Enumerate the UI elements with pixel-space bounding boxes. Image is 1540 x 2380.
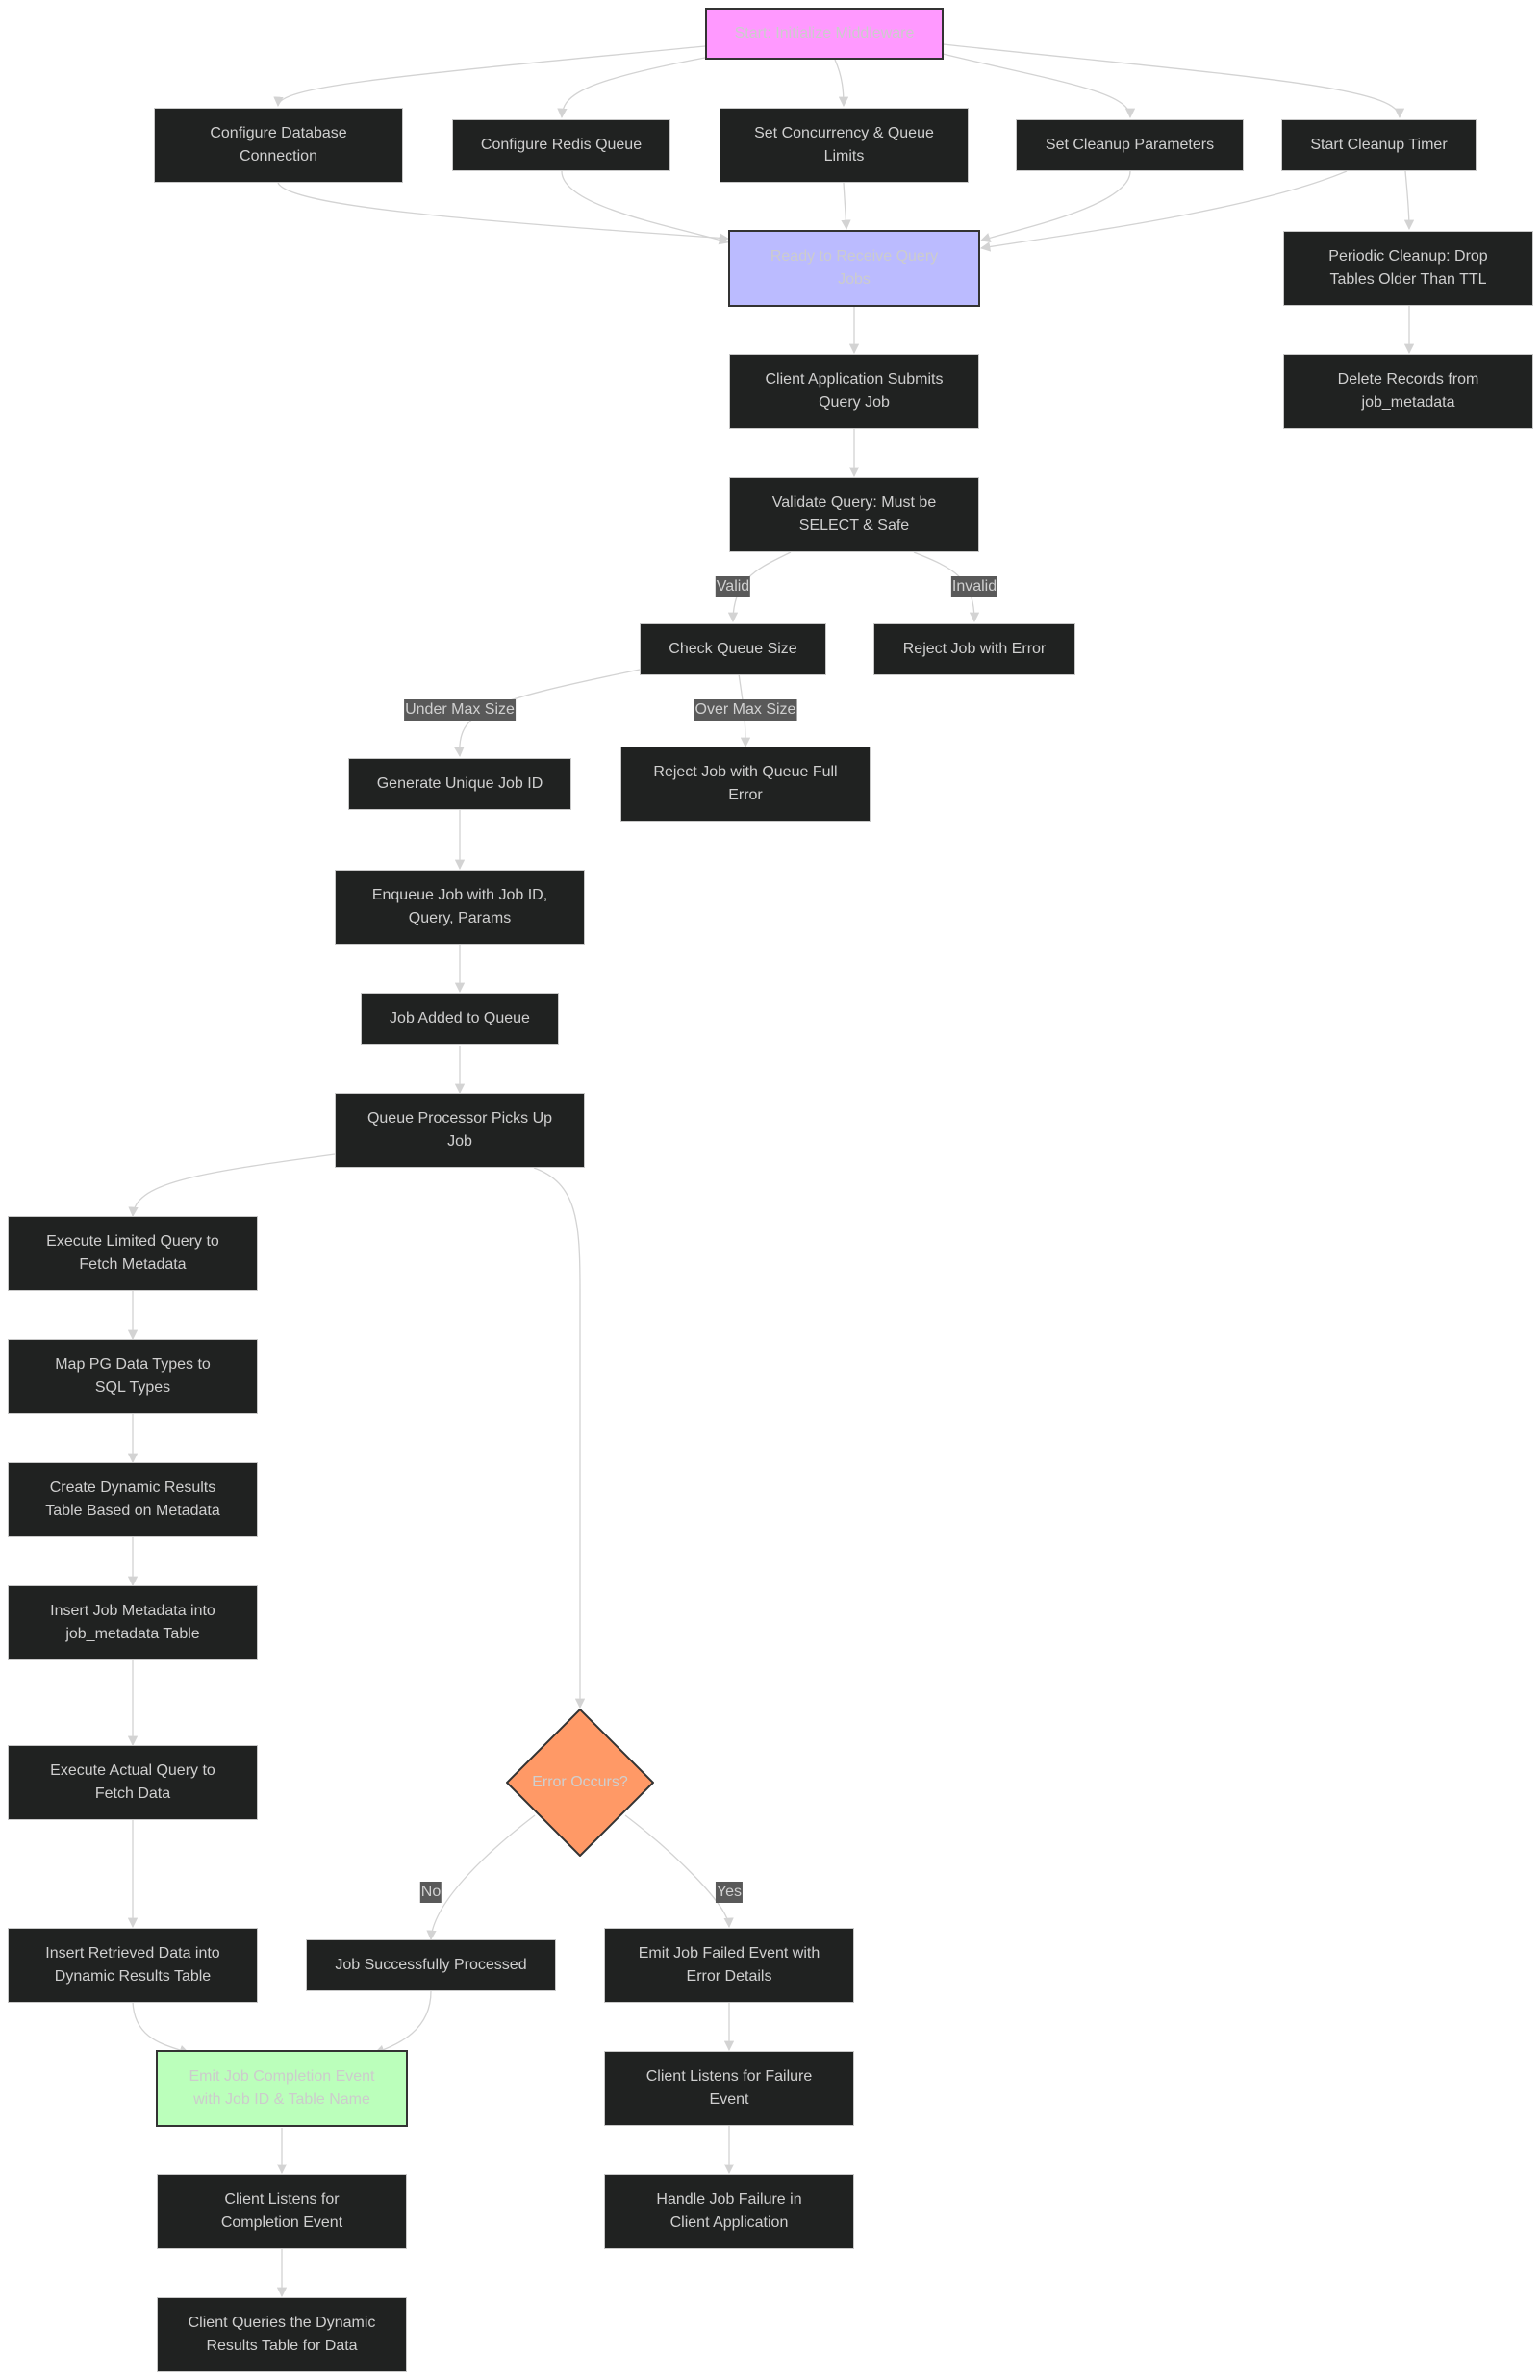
set-concurrency-node[interactable]: Set Concurrency & Queue Limits <box>720 108 969 183</box>
edge-timer-ready <box>979 170 1348 252</box>
periodic-cleanup-label: Periodic Cleanup: Drop Tables Older Than… <box>1328 248 1488 288</box>
start-timer-label: Start Cleanup Timer <box>1310 137 1448 153</box>
ready-label: Ready to Receive Query Jobs <box>770 248 939 288</box>
edge-start-timer <box>942 43 1405 119</box>
edge-picks-exec-limited <box>128 1153 336 1218</box>
ready-node[interactable]: Ready to Receive Query Jobs <box>728 230 980 307</box>
insert-meta-label: Insert Job Metadata into job_metadata Ta… <box>50 1603 215 1642</box>
reject-error-label: Reject Job with Error <box>902 641 1047 657</box>
config-db-label: Configure Database Connection <box>210 125 347 165</box>
edge-error-yes <box>624 1814 734 1929</box>
check-queue-label: Check Queue Size <box>669 641 797 657</box>
listen-complete-node[interactable]: Client Listens for Completion Event <box>157 2174 407 2249</box>
create-table-label: Create Dynamic Results Table Based on Me… <box>45 1480 220 1519</box>
set-concurrency-label: Set Concurrency & Queue Limits <box>754 125 934 165</box>
map-types-node[interactable]: Map PG Data Types to SQL Types <box>8 1339 258 1414</box>
validate-node[interactable]: Validate Query: Must be SELECT & Safe <box>729 477 979 552</box>
added-label: Job Added to Queue <box>390 1010 530 1026</box>
edge-success-complete <box>374 1990 432 2055</box>
insert-data-label: Insert Retrieved Data into Dynamic Resul… <box>45 1945 220 1985</box>
emit-complete-node[interactable]: Emit Job Completion Event with Job ID & … <box>156 2050 408 2127</box>
success-label: Job Successfully Processed <box>335 1957 527 1973</box>
edge-start-set-cleanup <box>942 53 1136 119</box>
check-queue-node[interactable]: Check Queue Size <box>640 623 826 675</box>
listen-failure-label: Client Listens for Failure Event <box>645 2068 813 2108</box>
insert-data-node[interactable]: Insert Retrieved Data into Dynamic Resul… <box>8 1928 258 2003</box>
edge-config-redis-ready <box>561 170 729 245</box>
edge-validate-check <box>727 551 792 623</box>
create-table-node[interactable]: Create Dynamic Results Table Based on Me… <box>8 1462 258 1537</box>
gen-id-label: Generate Unique Job ID <box>376 775 543 792</box>
delete-records-label: Delete Records from job_metadata <box>1337 371 1479 411</box>
exec-actual-node[interactable]: Execute Actual Query to Fetch Data <box>8 1745 258 1820</box>
start-node-label: Start: Initialize Middleware <box>734 25 915 41</box>
enqueue-label: Enqueue Job with Job ID, Query, Params <box>371 887 548 926</box>
set-cleanup-label: Set Cleanup Parameters <box>1045 137 1215 153</box>
config-redis-label: Configure Redis Queue <box>480 137 643 153</box>
validate-label: Validate Query: Must be SELECT & Safe <box>771 494 937 534</box>
set-cleanup-node[interactable]: Set Cleanup Parameters <box>1016 119 1244 171</box>
edge-picks-error <box>533 1167 586 1709</box>
edge-validate-reject <box>913 551 980 623</box>
submit-label: Client Application Submits Query Job <box>765 371 944 411</box>
success-node[interactable]: Job Successfully Processed <box>306 1939 556 1991</box>
error-occurs-label: Error Occurs? <box>532 1774 628 1790</box>
reject-full-label: Reject Job with Queue Full Error <box>653 764 838 803</box>
edge-set-concurrency-ready <box>841 182 851 231</box>
reject-error-node[interactable]: Reject Job with Error <box>873 623 1075 675</box>
picks-up-label: Queue Processor Picks Up Job <box>366 1110 553 1150</box>
exec-actual-label: Execute Actual Query to Fetch Data <box>50 1762 215 1802</box>
emit-complete-label: Emit Job Completion Event with Job ID & … <box>189 2068 375 2108</box>
gen-id-node[interactable]: Generate Unique Job ID <box>348 758 571 810</box>
handle-failure-label: Handle Job Failure in Client Application <box>656 2191 802 2231</box>
exec-limited-label: Execute Limited Query to Fetch Metadata <box>46 1233 219 1273</box>
edge-error-no <box>426 1814 536 1941</box>
error-occurs-decision[interactable]: Error Occurs? <box>506 1709 654 1857</box>
emit-failed-label: Emit Job Failed Event with Error Details <box>638 1945 820 1985</box>
submit-node[interactable]: Client Application Submits Query Job <box>729 354 979 429</box>
edge-start-config-db <box>273 45 706 108</box>
edge-label-invalid: Invalid <box>950 576 998 597</box>
map-types-label: Map PG Data Types to SQL Types <box>55 1356 211 1396</box>
edge-label-under-max: Under Max Size <box>404 699 516 721</box>
added-node[interactable]: Job Added to Queue <box>361 993 559 1045</box>
client-queries-label: Client Queries the Dynamic Results Table… <box>188 2315 376 2354</box>
edge-insert-data-complete <box>132 2001 189 2055</box>
config-redis-node[interactable]: Configure Redis Queue <box>452 119 670 171</box>
decision-diamond-shape <box>506 1709 654 1857</box>
listen-complete-label: Client Listens for Completion Event <box>220 2191 343 2231</box>
delete-records-node[interactable]: Delete Records from job_metadata <box>1283 354 1533 429</box>
emit-failed-node[interactable]: Emit Job Failed Event with Error Details <box>604 1928 854 2003</box>
edge-start-config-redis <box>557 57 706 119</box>
config-db-node[interactable]: Configure Database Connection <box>154 108 403 183</box>
reject-full-node[interactable]: Reject Job with Queue Full Error <box>620 747 871 822</box>
edge-set-cleanup-ready <box>980 170 1131 242</box>
edge-label-no: No <box>419 1882 442 1903</box>
edge-label-yes: Yes <box>715 1882 744 1903</box>
enqueue-node[interactable]: Enqueue Job with Job ID, Query, Params <box>335 870 585 945</box>
handle-failure-node[interactable]: Handle Job Failure in Client Application <box>604 2174 854 2249</box>
periodic-cleanup-node[interactable]: Periodic Cleanup: Drop Tables Older Than… <box>1283 231 1533 306</box>
client-queries-node[interactable]: Client Queries the Dynamic Results Table… <box>157 2297 407 2372</box>
picks-up-node[interactable]: Queue Processor Picks Up Job <box>335 1093 585 1168</box>
listen-failure-node[interactable]: Client Listens for Failure Event <box>604 2051 854 2126</box>
edge-label-over-max: Over Max Size <box>694 699 797 721</box>
edge-label-valid: Valid <box>715 576 751 597</box>
insert-meta-node[interactable]: Insert Job Metadata into job_metadata Ta… <box>8 1585 258 1660</box>
start-node[interactable]: Start: Initialize Middleware <box>705 8 944 60</box>
edge-config-db-ready <box>277 182 730 243</box>
start-timer-node[interactable]: Start Cleanup Timer <box>1281 119 1477 171</box>
exec-limited-node[interactable]: Execute Limited Query to Fetch Metadata <box>8 1216 258 1291</box>
edge-start-set-concurrency <box>834 59 849 108</box>
edge-timer-periodic <box>1403 170 1415 231</box>
